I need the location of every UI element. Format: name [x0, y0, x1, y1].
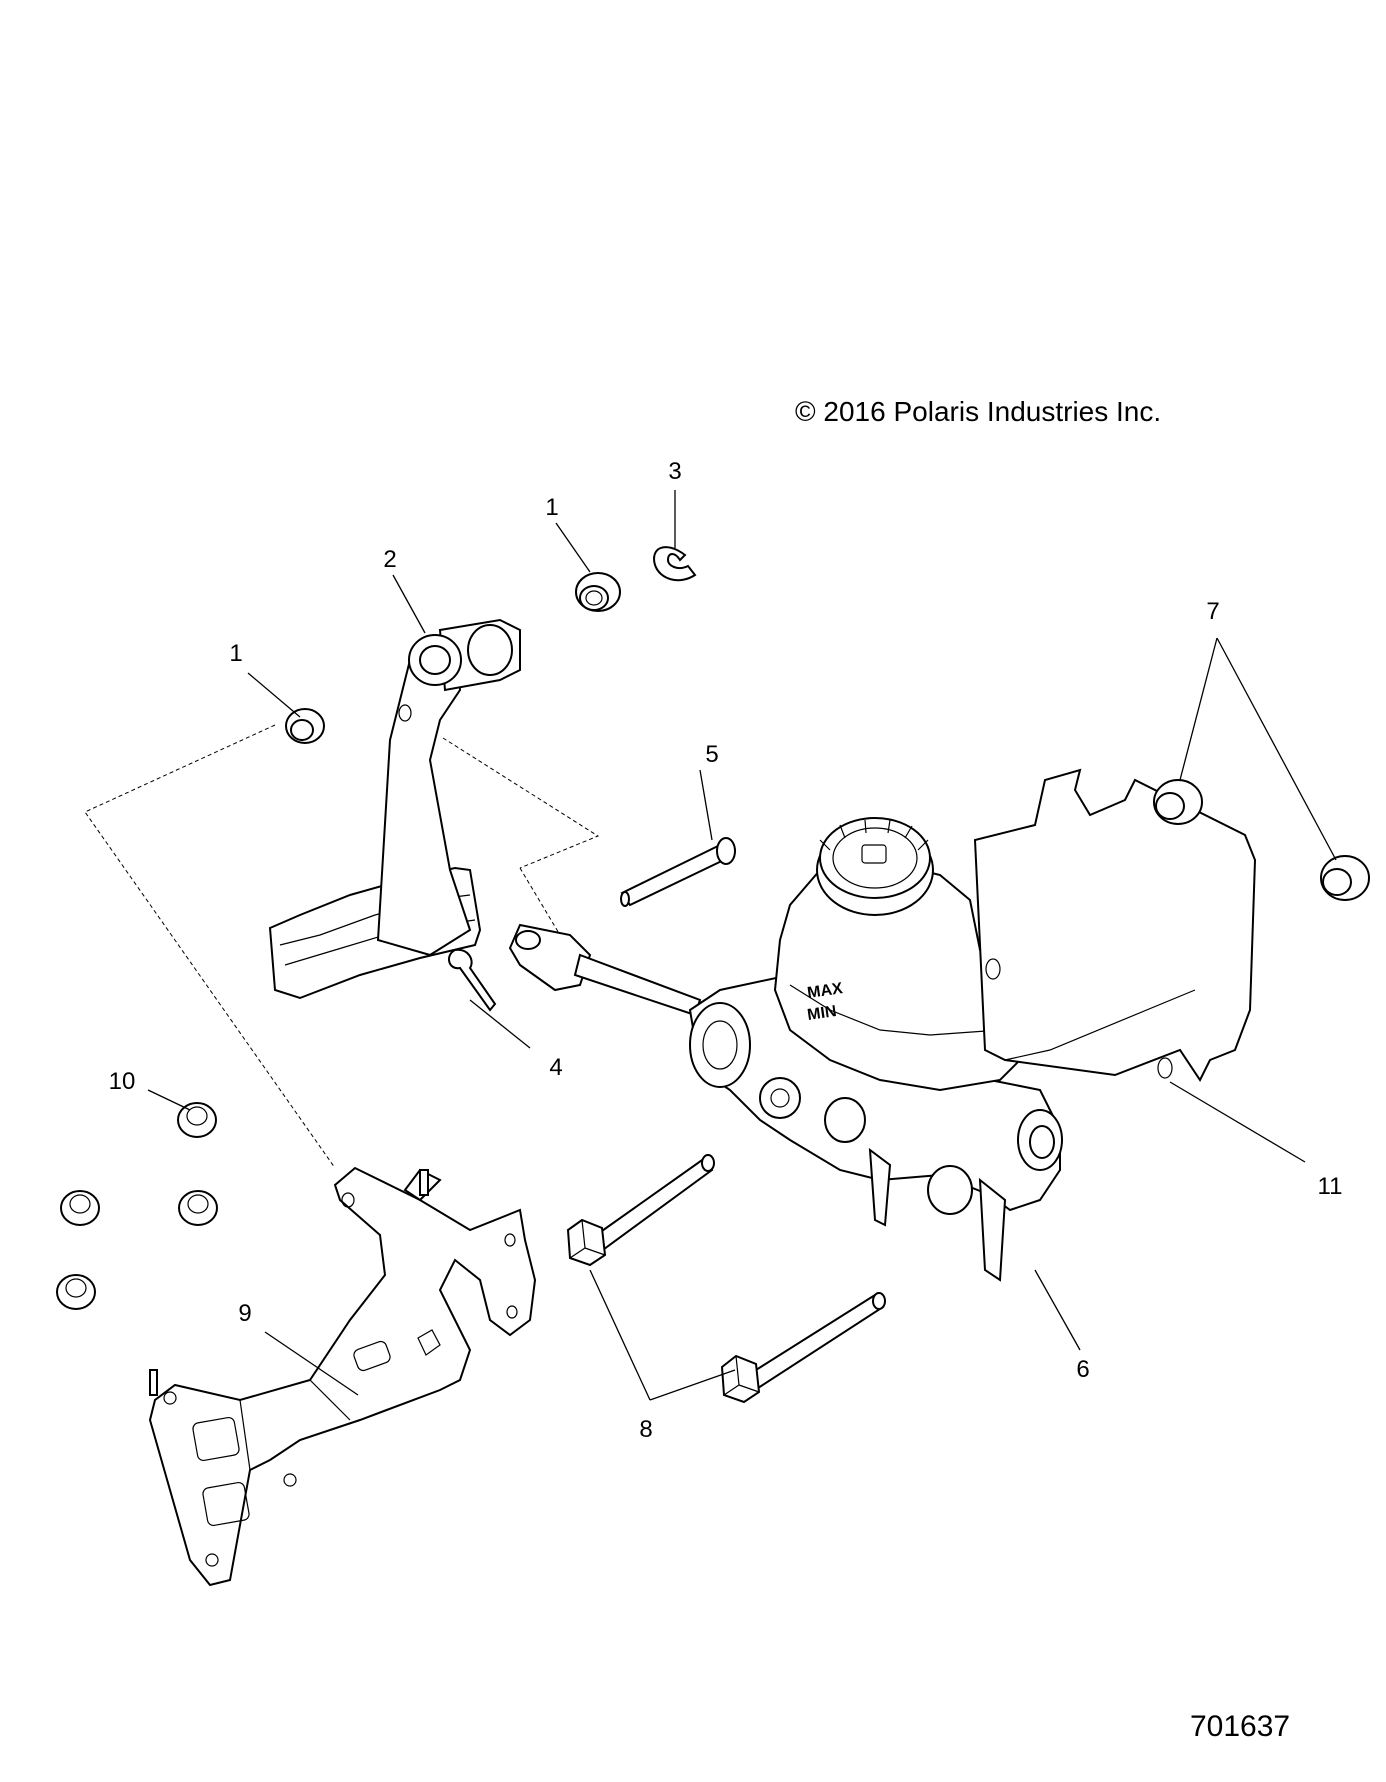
callout-10: 10	[108, 1068, 136, 1095]
copyright-notice: © 2016 Polaris Industries Inc.	[795, 396, 1162, 427]
flange-nut-2	[60, 1190, 100, 1226]
callout-1-lower: 1	[229, 640, 243, 667]
reservoir-max-marking: MAX	[806, 980, 844, 1002]
pivot-bushing-lower	[285, 708, 325, 744]
callout-6: 6	[1076, 1356, 1090, 1383]
drawing-number: 701637	[1190, 1710, 1291, 1743]
pedal-mounting-bracket	[148, 1166, 537, 1587]
flange-nut-4	[56, 1274, 96, 1310]
callout-7: 7	[1206, 598, 1220, 625]
reservoir-min-marking: MIN	[806, 1003, 837, 1024]
callout-3: 3	[668, 458, 682, 485]
callout-8: 8	[639, 1416, 653, 1443]
assembly-dashed-lines	[84, 724, 600, 1169]
cotter-pin	[448, 948, 497, 1012]
flange-bolt-lower	[720, 1292, 886, 1404]
callout-9: 9	[238, 1300, 252, 1327]
heat-shield-plate	[973, 768, 1257, 1082]
master-cylinder	[508, 817, 1063, 1282]
flange-nut-3	[178, 1190, 218, 1226]
callout-11: 11	[1317, 1173, 1343, 1200]
clevis-pin	[620, 837, 736, 907]
flange-nut-1	[177, 1102, 217, 1138]
callout-5: 5	[705, 741, 719, 768]
pivot-bushing-upper	[575, 572, 621, 612]
callout-4: 4	[549, 1054, 563, 1081]
callout-2: 2	[383, 546, 397, 573]
callout-leaders	[147, 490, 1337, 1401]
grommet-lower	[1320, 855, 1370, 901]
brake-pedal	[268, 618, 521, 1000]
grommet-upper	[1153, 779, 1203, 825]
callout-1-upper: 1	[545, 494, 559, 521]
e-clip	[653, 546, 697, 582]
flange-bolt-upper	[566, 1154, 715, 1267]
